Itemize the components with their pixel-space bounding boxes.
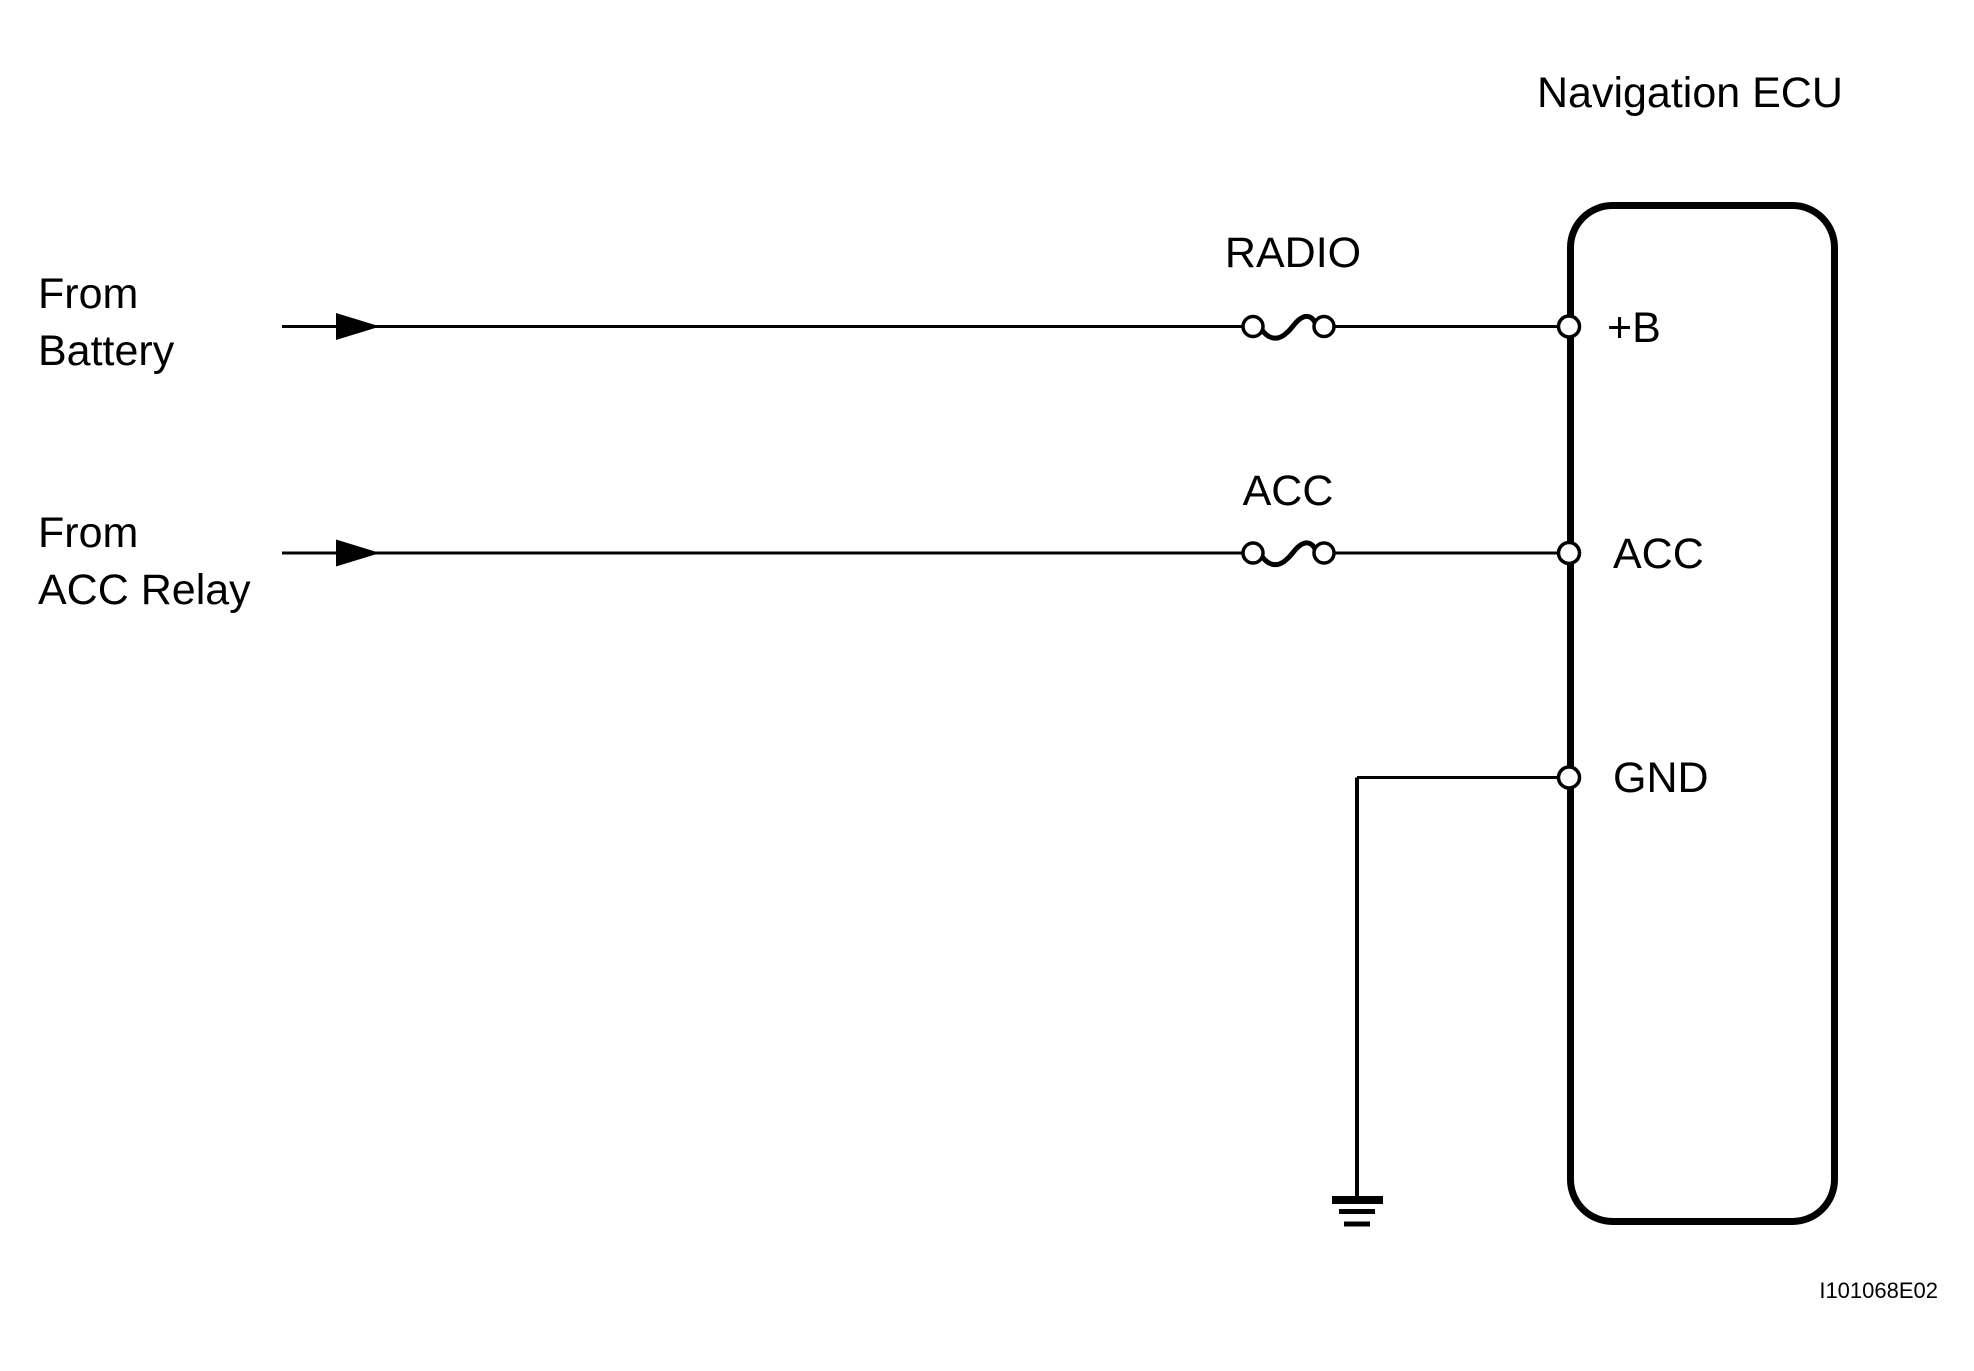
terminal-bplus-label: +B bbox=[1607, 304, 1661, 352]
fuse-acc-label: ACC bbox=[1243, 467, 1334, 515]
fuse-radio-left-contact bbox=[1241, 314, 1265, 339]
ecu-box bbox=[1567, 202, 1838, 1225]
fuse-radio-right-contact bbox=[1312, 314, 1336, 339]
ecu-title: Navigation ECU bbox=[1537, 69, 1843, 117]
fuse-radio-label: RADIO bbox=[1225, 229, 1361, 277]
battery-arrow-icon bbox=[336, 313, 380, 340]
terminal-gnd-label: GND bbox=[1613, 754, 1709, 802]
source-battery-label-line2: Battery bbox=[38, 327, 175, 375]
source-acc-relay-label-line1: From bbox=[38, 509, 138, 557]
fuse-radio-wave bbox=[1258, 313, 1319, 341]
fuse-acc-left-contact bbox=[1241, 541, 1265, 565]
ground-symbol-icon bbox=[1332, 1196, 1383, 1227]
terminal-acc-pin bbox=[1556, 540, 1582, 566]
fuse-acc-right-contact bbox=[1312, 541, 1336, 565]
figure-id: I101068E02 bbox=[1819, 1278, 1938, 1303]
source-acc-relay-label-line2: ACC Relay bbox=[38, 566, 251, 614]
terminal-gnd-pin bbox=[1556, 765, 1582, 790]
fuse-radio-icon bbox=[1241, 313, 1336, 341]
terminal-bplus-pin bbox=[1556, 314, 1582, 339]
acc-relay-arrow-icon bbox=[336, 539, 380, 567]
source-battery-label-line1: From bbox=[38, 270, 138, 318]
fuse-acc-icon bbox=[1241, 540, 1336, 568]
terminal-acc-label: ACC bbox=[1613, 530, 1704, 578]
fuse-acc-wave bbox=[1258, 540, 1319, 568]
